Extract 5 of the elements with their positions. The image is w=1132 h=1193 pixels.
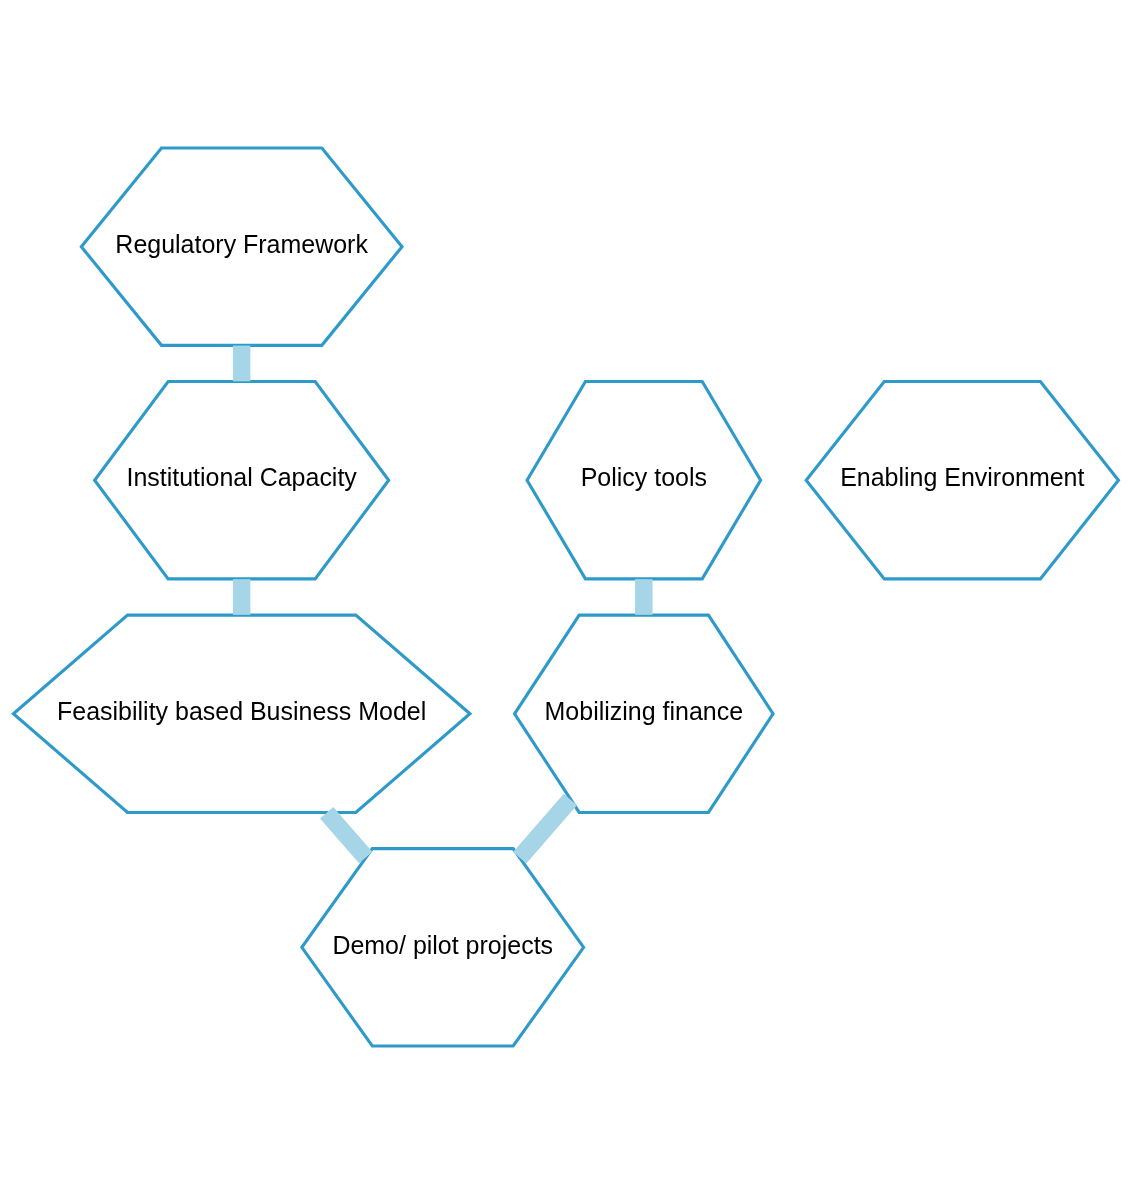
connector: [320, 806, 373, 863]
connector: [232, 345, 251, 381]
connector: [513, 793, 577, 863]
connector: [635, 578, 653, 615]
connector: [232, 578, 251, 615]
